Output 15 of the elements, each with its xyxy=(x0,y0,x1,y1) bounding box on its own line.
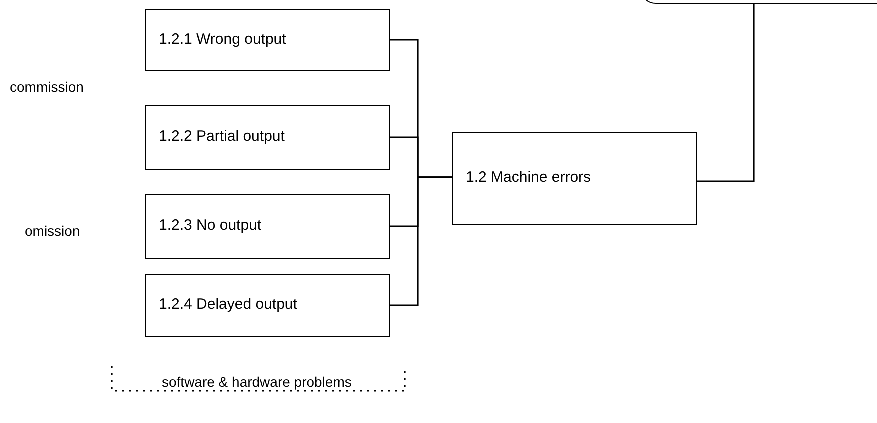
process-box xyxy=(145,105,390,170)
box-label: 1.2.4 Delayed output xyxy=(159,296,298,315)
annotation-text: omission xyxy=(25,222,80,241)
connector-line xyxy=(697,4,755,182)
process-box xyxy=(145,274,390,337)
box-label: 1.2.1 Wrong output xyxy=(159,30,288,50)
connector-line xyxy=(390,176,452,306)
box-label: 1.2.3 No output xyxy=(159,217,263,236)
process-box xyxy=(145,194,390,259)
process-box xyxy=(452,132,697,225)
annotation-text: commission xyxy=(10,78,84,97)
box-label: 1.2 Machine errors xyxy=(466,169,592,188)
process-box xyxy=(145,9,390,71)
annotation-text: software & hardware problems xyxy=(162,373,352,392)
box-label: 1.2.2 Partial output xyxy=(159,128,286,147)
